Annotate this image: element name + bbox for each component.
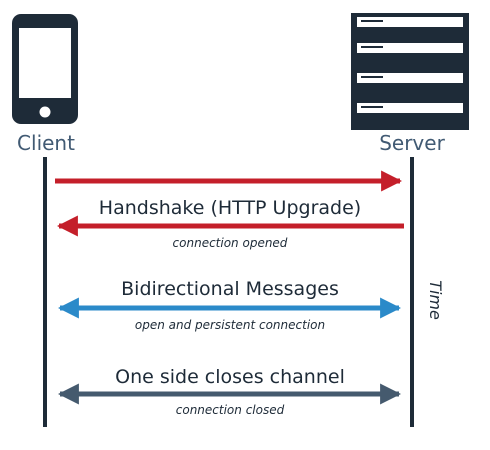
time-axis-label: Time bbox=[426, 280, 445, 320]
bidirectional-label: Bidirectional Messages bbox=[121, 278, 339, 300]
server-rack-icon bbox=[351, 13, 469, 130]
handshake-note: connection opened bbox=[173, 236, 288, 250]
bidirectional-note: open and persistent connection bbox=[135, 318, 325, 332]
server-label: Server bbox=[379, 131, 445, 155]
handshake-label: Handshake (HTTP Upgrade) bbox=[99, 197, 361, 219]
client-label: Client bbox=[17, 131, 75, 155]
close-label: One side closes channel bbox=[115, 366, 345, 388]
close-note: connection closed bbox=[176, 403, 285, 417]
smartphone-icon bbox=[12, 14, 78, 124]
